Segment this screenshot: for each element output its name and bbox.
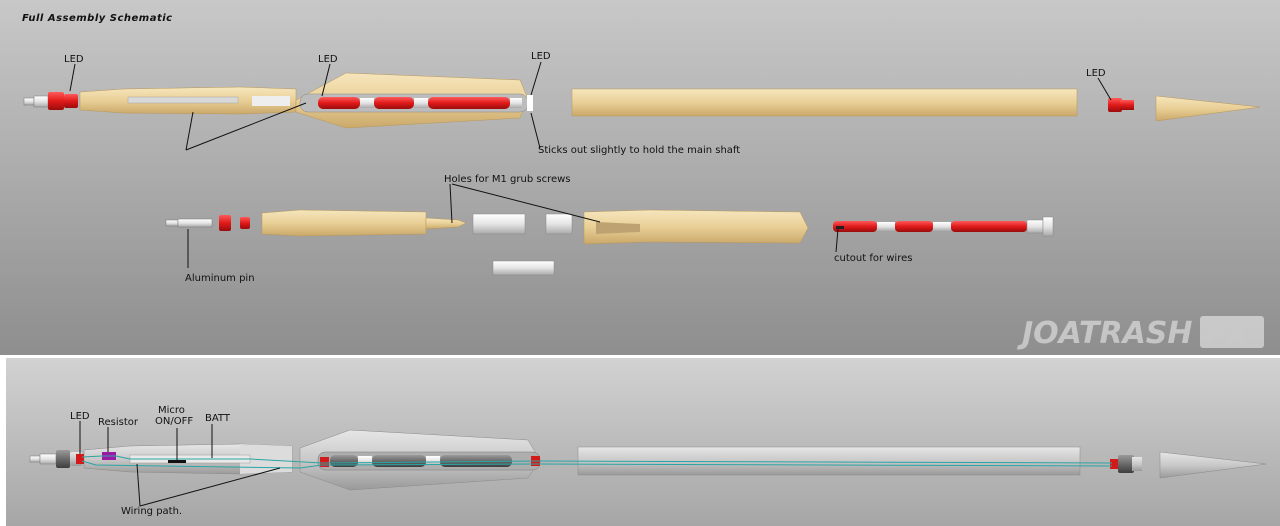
led-tube-exploded bbox=[833, 216, 1054, 237]
top-panel bbox=[0, 0, 1280, 355]
label-led-tail: LED bbox=[64, 54, 84, 65]
main-shaft-top bbox=[571, 88, 1078, 117]
label-holes: Holes for M1 grub screws bbox=[444, 174, 571, 185]
panel-divider bbox=[0, 355, 1280, 358]
tip-assembly-top bbox=[1108, 95, 1261, 122]
watermark-text: JOATRASH bbox=[1017, 316, 1193, 351]
label-resistor: Resistor bbox=[98, 417, 139, 428]
tip-assembly-wiring bbox=[1110, 451, 1267, 479]
tail-led-exploded bbox=[219, 215, 250, 231]
fletch-assembly-top bbox=[295, 72, 533, 129]
leader-lines-wiring bbox=[79, 421, 281, 507]
label-led-tip: LED bbox=[1086, 68, 1106, 79]
label-led-fletch: LED bbox=[318, 54, 338, 65]
tail-assembly-top bbox=[23, 86, 297, 115]
label-micro: Micro bbox=[158, 405, 185, 416]
label-led-wiring: LED bbox=[70, 411, 90, 422]
label-batt: BATT bbox=[205, 413, 231, 424]
label-led-nock: LED bbox=[531, 51, 551, 62]
label-wiring-path: Wiring path. bbox=[121, 506, 182, 517]
label-cutout: cutout for wires bbox=[834, 253, 912, 264]
fletch-piece-exploded bbox=[583, 209, 809, 245]
leader-lines-top bbox=[69, 61, 1112, 151]
tail-piece-exploded bbox=[261, 209, 467, 237]
wiring-path bbox=[81, 455, 1113, 469]
schematic-title: Full Assembly Schematic bbox=[22, 13, 173, 24]
label-on-off: ON/OFF bbox=[155, 416, 193, 427]
label-sticks-out: Sticks out slightly to hold the main sha… bbox=[538, 145, 740, 156]
metal-sleeves bbox=[472, 213, 573, 276]
label-aluminum-pin: Aluminum pin bbox=[185, 273, 255, 284]
fletch-assembly-wiring bbox=[299, 429, 541, 491]
bottom-panel bbox=[6, 358, 1280, 526]
leader-lines-exploded bbox=[187, 183, 839, 268]
aluminum-pin bbox=[165, 218, 213, 228]
watermark-logo: JOATRASH FX bbox=[1017, 316, 1264, 351]
watermark-suffix: FX bbox=[1206, 316, 1251, 351]
